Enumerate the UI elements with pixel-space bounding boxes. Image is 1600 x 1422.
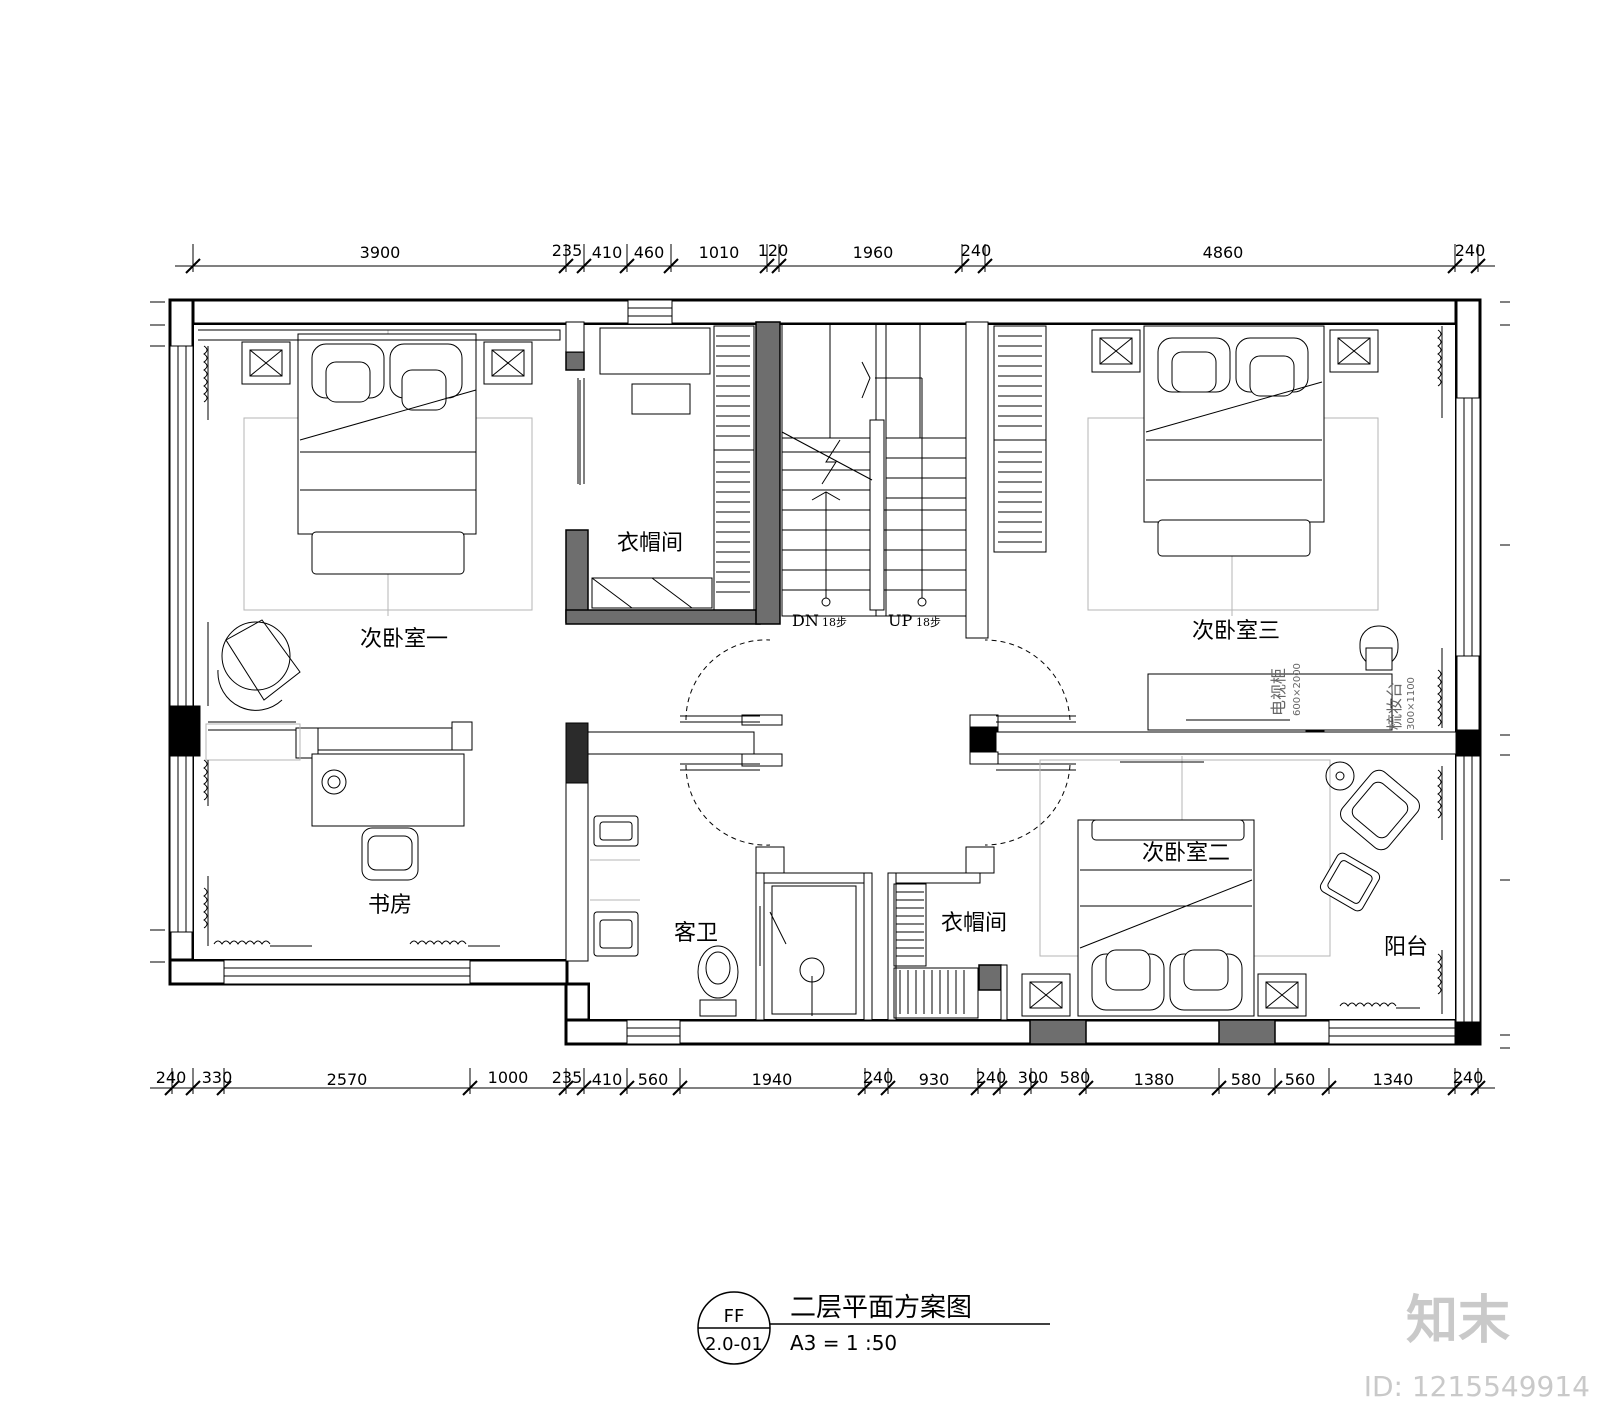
sheet-code-bottom: 2.0-01 bbox=[705, 1334, 763, 1355]
dim-bottom-13: 580 bbox=[1060, 1068, 1091, 1087]
dim-top-6: 120 bbox=[758, 241, 789, 260]
dim-top-5: 1010 bbox=[699, 243, 740, 262]
dim-top-3: 410 bbox=[592, 243, 623, 262]
watermark-logo: 知末 bbox=[1406, 1291, 1510, 1351]
room-label-closet-2: 衣帽间 bbox=[941, 911, 1007, 936]
room-label-guest-bath: 客卫 bbox=[674, 921, 718, 946]
tv-cabinet-size: 600×2000 bbox=[1292, 663, 1303, 716]
dim-bottom-6: 410 bbox=[592, 1070, 623, 1089]
dim-top-8: 240 bbox=[961, 241, 992, 260]
drawing-title: 二层平面方案图 bbox=[790, 1293, 972, 1323]
dim-top-9: 4860 bbox=[1203, 243, 1244, 262]
dim-bottom-11: 240 bbox=[976, 1068, 1007, 1087]
bedroom1-furniture bbox=[198, 329, 561, 711]
dim-bottom-15: 580 bbox=[1231, 1070, 1262, 1089]
dim-bottom-17: 1340 bbox=[1373, 1070, 1414, 1089]
dim-bottom-18: 240 bbox=[1453, 1068, 1484, 1087]
room-label-bedroom-1: 次卧室一 bbox=[360, 627, 448, 652]
dim-bottom-3: 2570 bbox=[327, 1070, 368, 1089]
closet1-furniture bbox=[591, 325, 755, 611]
dim-bottom-1: 240 bbox=[156, 1068, 187, 1087]
room-label-balcony: 阳台 bbox=[1384, 935, 1428, 960]
staircase: DN 18步 UP 18步 bbox=[781, 323, 967, 630]
stair-down-steps: 18步 bbox=[822, 616, 847, 629]
dim-bottom-16: 560 bbox=[1285, 1070, 1316, 1089]
dresser-size: 300×1100 bbox=[1406, 677, 1417, 730]
dresser-label: 梳妆台 bbox=[1385, 682, 1404, 730]
guest-bath-fixtures bbox=[590, 815, 857, 1017]
study-furniture bbox=[203, 723, 500, 947]
bottom-dimension-chain: 240 330 2570 1000 235 410 560 1940 240 9… bbox=[150, 1068, 1495, 1096]
room-label-bedroom-2: 次卧室二 bbox=[1142, 841, 1230, 866]
dim-bottom-5: 235 bbox=[552, 1068, 583, 1087]
stair-down-label: DN bbox=[792, 611, 819, 630]
dim-bottom-8: 1940 bbox=[752, 1070, 793, 1089]
dim-bottom-14: 1380 bbox=[1134, 1070, 1175, 1089]
door-swings bbox=[577, 378, 1076, 846]
dim-bottom-2: 330 bbox=[202, 1068, 233, 1087]
room-label-closet-1: 衣帽间 bbox=[617, 531, 683, 556]
room-label-study: 书房 bbox=[368, 893, 412, 918]
dim-top-10: 240 bbox=[1455, 241, 1486, 260]
dim-bottom-7: 560 bbox=[638, 1070, 669, 1089]
room-label-bedroom-3: 次卧室三 bbox=[1192, 619, 1280, 644]
bedroom3-furniture: 电视柜 600×2000 梳妆台 300×1100 bbox=[993, 325, 1443, 731]
drawing-scale: A3 = 1 :50 bbox=[790, 1331, 897, 1355]
sheet-code-top: FF bbox=[724, 1306, 745, 1327]
title-block: FF 2.0-01 二层平面方案图 A3 = 1 :50 bbox=[697, 1291, 1050, 1365]
closet2-furniture bbox=[893, 883, 979, 1019]
stair-up-steps: 18步 bbox=[916, 616, 941, 629]
dim-top-2: 235 bbox=[552, 241, 583, 260]
dim-top-1: 3900 bbox=[360, 243, 401, 262]
room-labels: 次卧室一 衣帽间 次卧室三 书房 客卫 衣帽间 次卧室二 阳台 bbox=[360, 531, 1428, 960]
dim-top-7: 1960 bbox=[853, 243, 894, 262]
dim-bottom-10: 930 bbox=[919, 1070, 950, 1089]
dim-top-4: 460 bbox=[634, 243, 665, 262]
watermark-id: ID: 1215549914 bbox=[1364, 1370, 1590, 1403]
bedroom2-furniture bbox=[1021, 756, 1443, 1017]
top-dimension-chain: 3900 235 410 460 1010 120 1960 240 4860 … bbox=[175, 241, 1495, 274]
tv-cabinet-label: 电视柜 bbox=[1269, 668, 1288, 716]
stair-up-label: UP bbox=[888, 611, 912, 630]
dim-bottom-12: 300 bbox=[1018, 1068, 1049, 1087]
watermark: 知末 ID: 1215549914 bbox=[1364, 1291, 1590, 1403]
dim-bottom-9: 240 bbox=[863, 1068, 894, 1087]
dim-bottom-4: 1000 bbox=[488, 1068, 529, 1087]
interior-walls bbox=[208, 321, 1457, 1021]
side-dimension-stubs bbox=[150, 301, 1510, 1049]
